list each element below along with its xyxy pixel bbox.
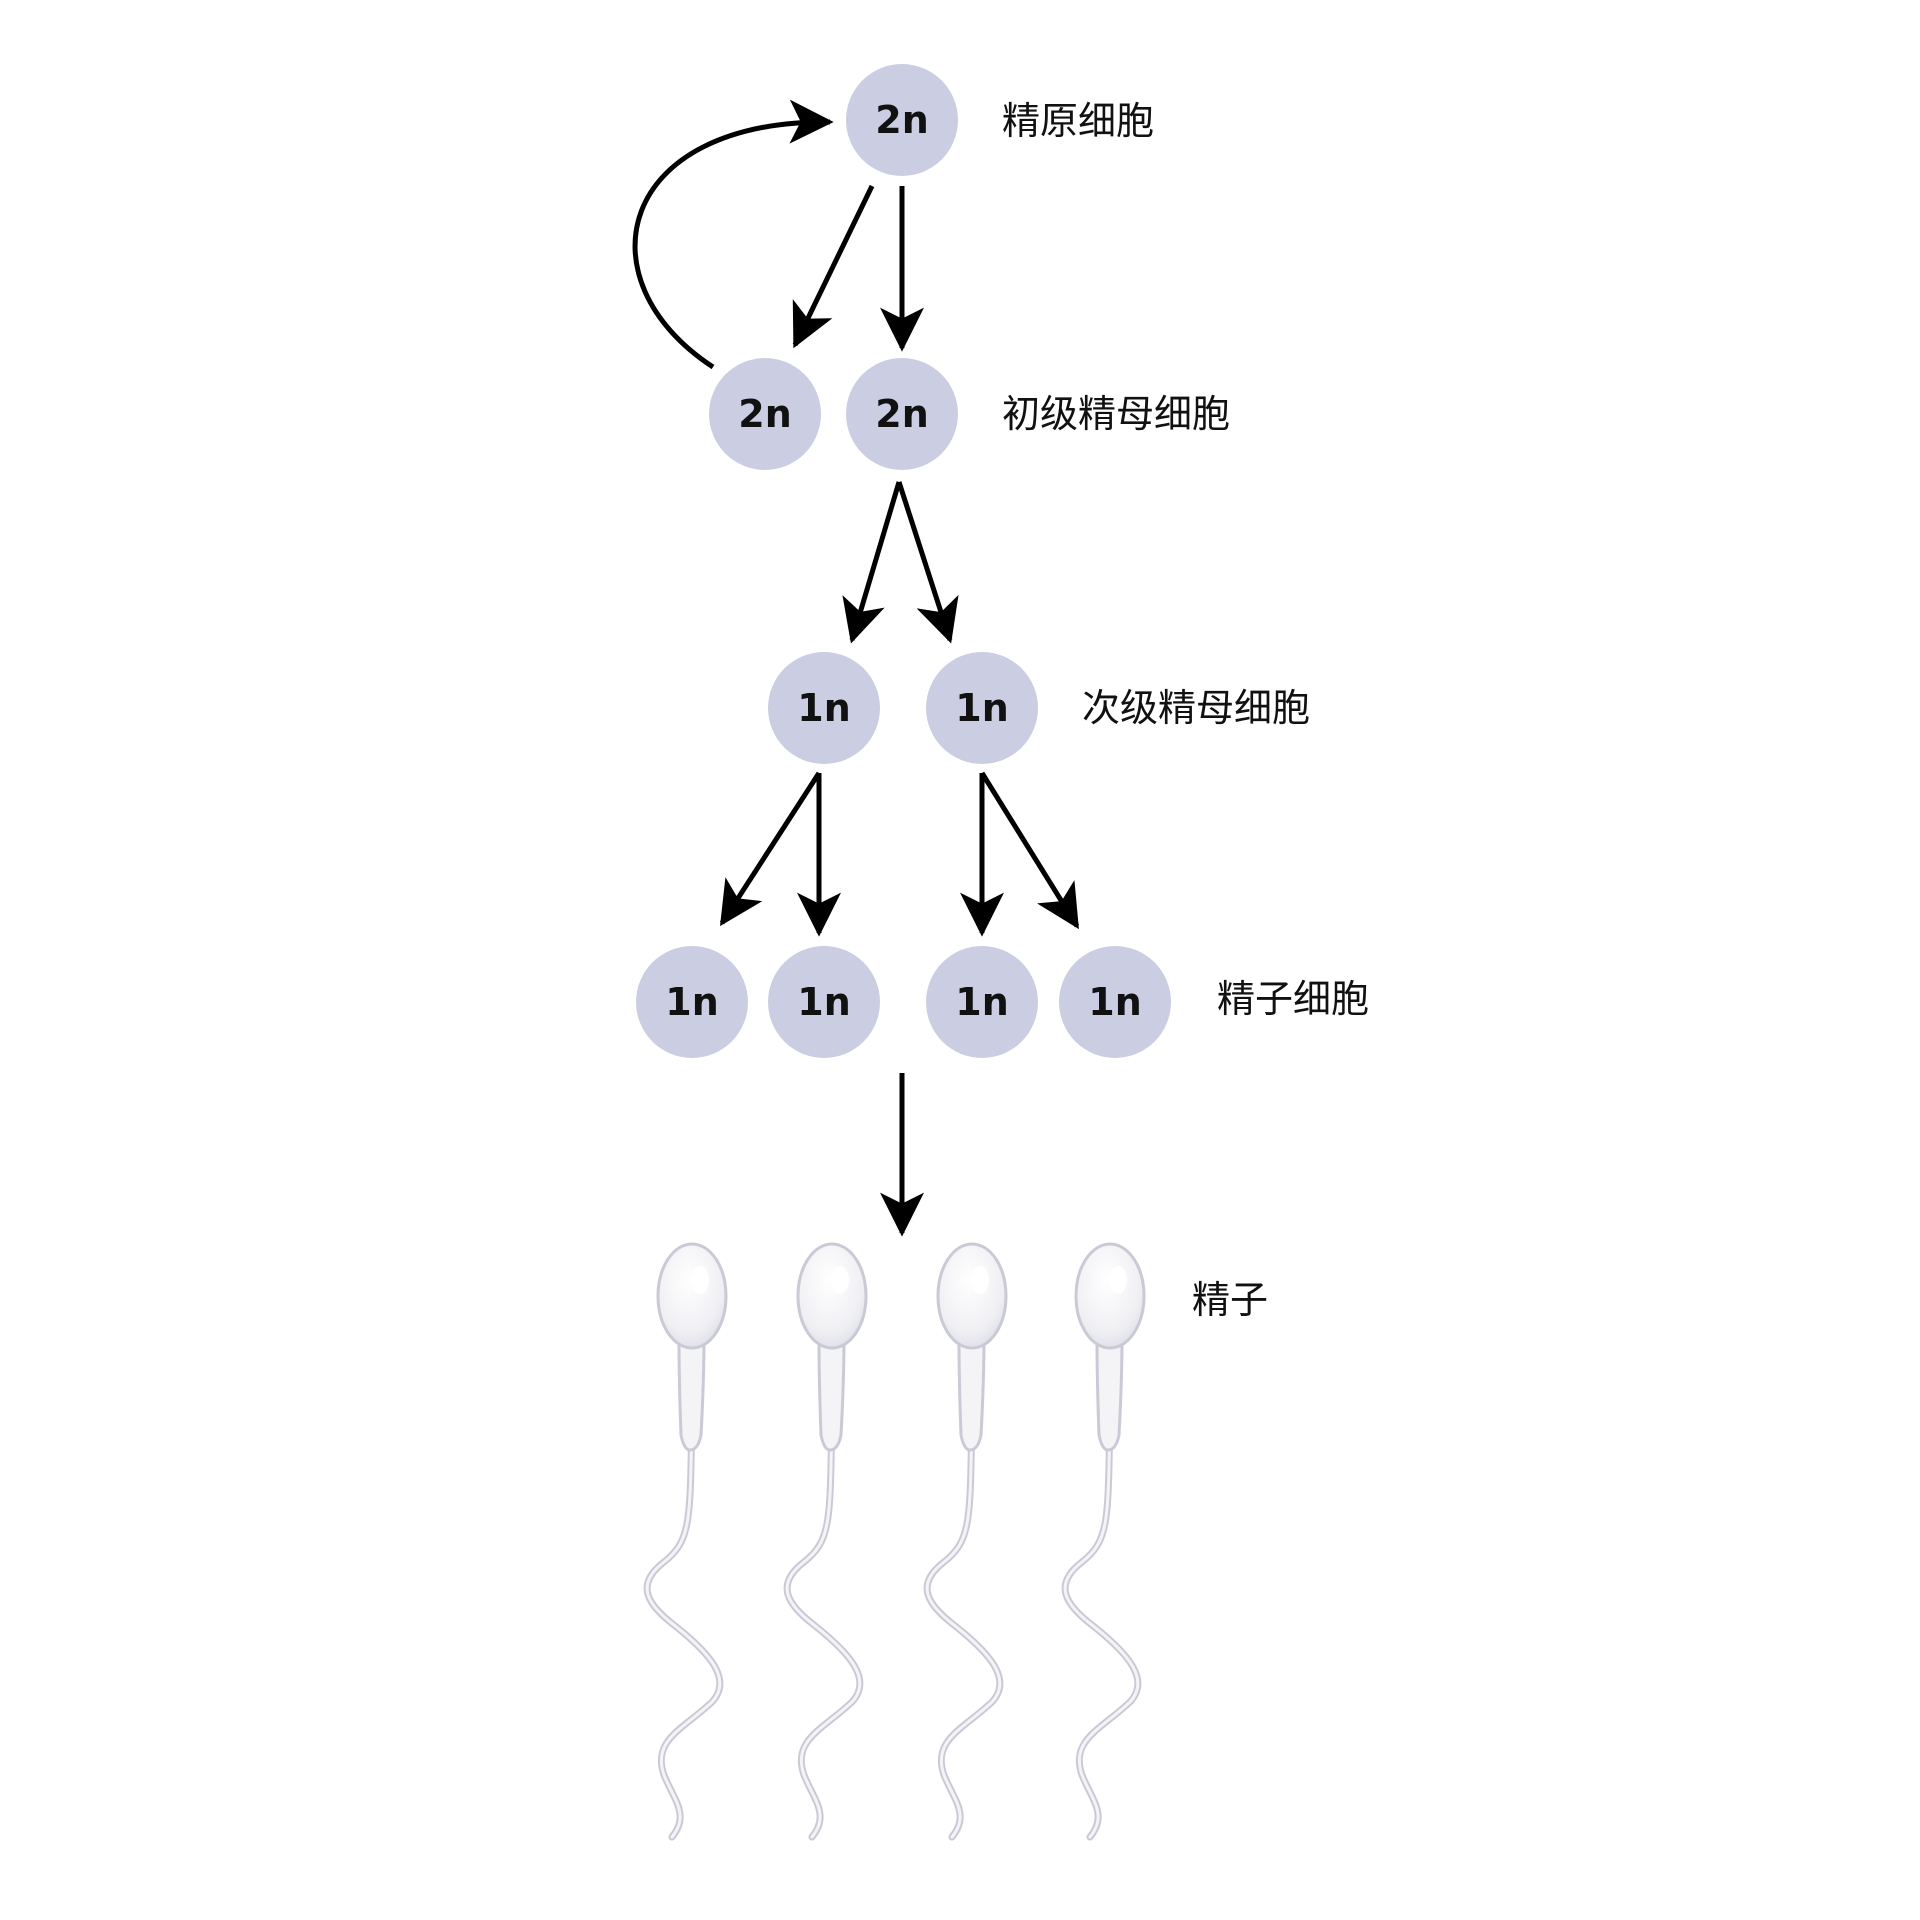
spermatid-cell-1: 1n (636, 946, 748, 1058)
stage-label-spermatogonium: 精原细胞 (1002, 99, 1154, 143)
sperm-2 (783, 1242, 868, 1841)
spermatid-cell-2: 1n (768, 946, 880, 1058)
cell-ploidy-label: 1n (665, 980, 719, 1024)
primary-spermatocyte-cell-right: 2n (846, 358, 958, 470)
secondary-spermatocyte-cell-right: 1n (926, 652, 1038, 764)
primary-spermatocyte-cell-left: 2n (709, 358, 821, 470)
sperm-4 (1061, 1242, 1146, 1841)
cell-ploidy-label: 1n (955, 980, 1009, 1024)
stage-label-primary-spermatocyte: 初级精母细胞 (1002, 392, 1230, 436)
spermatid-cell-4: 1n (1059, 946, 1171, 1058)
stage-label-sperm: 精子 (1192, 1278, 1268, 1322)
arrow-secondary-left-to-spermatid-1 (719, 771, 822, 927)
sperm-1 (643, 1242, 728, 1841)
sperm-group (643, 1242, 1146, 1841)
cell-ploidy-label: 2n (875, 98, 929, 142)
secondary-spermatocyte-cell-left: 1n (768, 652, 880, 764)
cell-ploidy-label: 1n (797, 686, 851, 730)
stage-label-spermatid: 精子细胞 (1217, 977, 1369, 1021)
arrow-primary-to-secondary-right (896, 481, 959, 644)
arrow-spermatogonium-to-primary-left (792, 184, 875, 349)
cells: 2n 2n 2n 1n 1n 1n 1n (636, 64, 1171, 1058)
arrow-secondary-right-to-spermatid-4 (979, 771, 1080, 930)
arrow-primary-to-secondary-left (842, 481, 902, 644)
stage-labels: 精原细胞 初级精母细胞 次级精母细胞 精子细胞 精子 (1002, 99, 1369, 1322)
self-renewal-arrow (632, 99, 834, 370)
sperm-3 (923, 1242, 1008, 1841)
spermatid-cell-3: 1n (926, 946, 1038, 1058)
cell-ploidy-label: 1n (1088, 980, 1142, 1024)
arrows (632, 99, 1080, 1237)
cell-ploidy-label: 2n (875, 392, 929, 436)
cell-ploidy-label: 2n (738, 392, 792, 436)
spermatogonium-cell: 2n (846, 64, 958, 176)
cell-ploidy-label: 1n (955, 686, 1009, 730)
cell-ploidy-label: 1n (797, 980, 851, 1024)
stage-label-secondary-spermatocyte: 次级精母细胞 (1082, 686, 1310, 730)
